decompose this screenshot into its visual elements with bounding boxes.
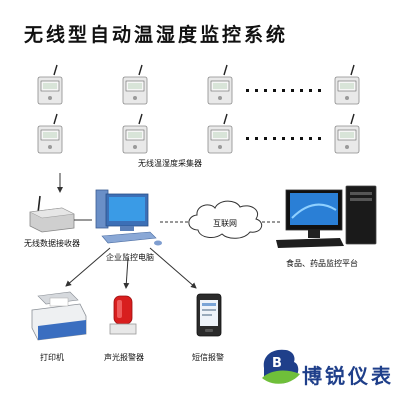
internet-cloud-icon [188,200,263,239]
printer-label: 打印机 [40,353,64,362]
collectors-label: 无线温湿度采集器 [138,159,202,168]
logo-mark-letter: B [272,356,282,371]
sensor-device-icon [122,64,148,105]
connector-arrow [123,257,130,289]
receiver-device-icon [29,195,75,233]
mobile-phone-icon [196,293,222,337]
ellipsis-dots [246,89,321,140]
printer-icon [31,291,87,341]
logo-text: 博锐仪表 [302,364,394,388]
company-logo-icon [262,349,300,384]
receiver-label: 无线数据接收器 [24,239,80,248]
sensor-device-icon [334,113,360,154]
desktop-computer-icon [276,185,377,248]
sensor-device-icon [207,113,233,154]
sensor-device-icon [334,64,360,105]
pc-computer-icon [95,189,162,246]
sms-label: 短信报警 [192,353,224,362]
sensor-device-icon [207,64,233,105]
diagram-title: 无线型自动温湿度监控系统 [24,24,289,46]
connector-arrow [65,247,111,287]
alarm-label: 声光报警器 [104,353,144,362]
connector-arrow [149,247,197,289]
sensor-device-icon [37,64,63,105]
internet-label: 互联网 [213,219,237,228]
sensor-device-icon [37,113,63,154]
pc-label: 企业监控电脑 [106,253,154,262]
alarm-light-icon [109,295,137,335]
sensor-device-icon [122,113,148,154]
platform-label: 食品、药品监控平台 [286,259,358,268]
